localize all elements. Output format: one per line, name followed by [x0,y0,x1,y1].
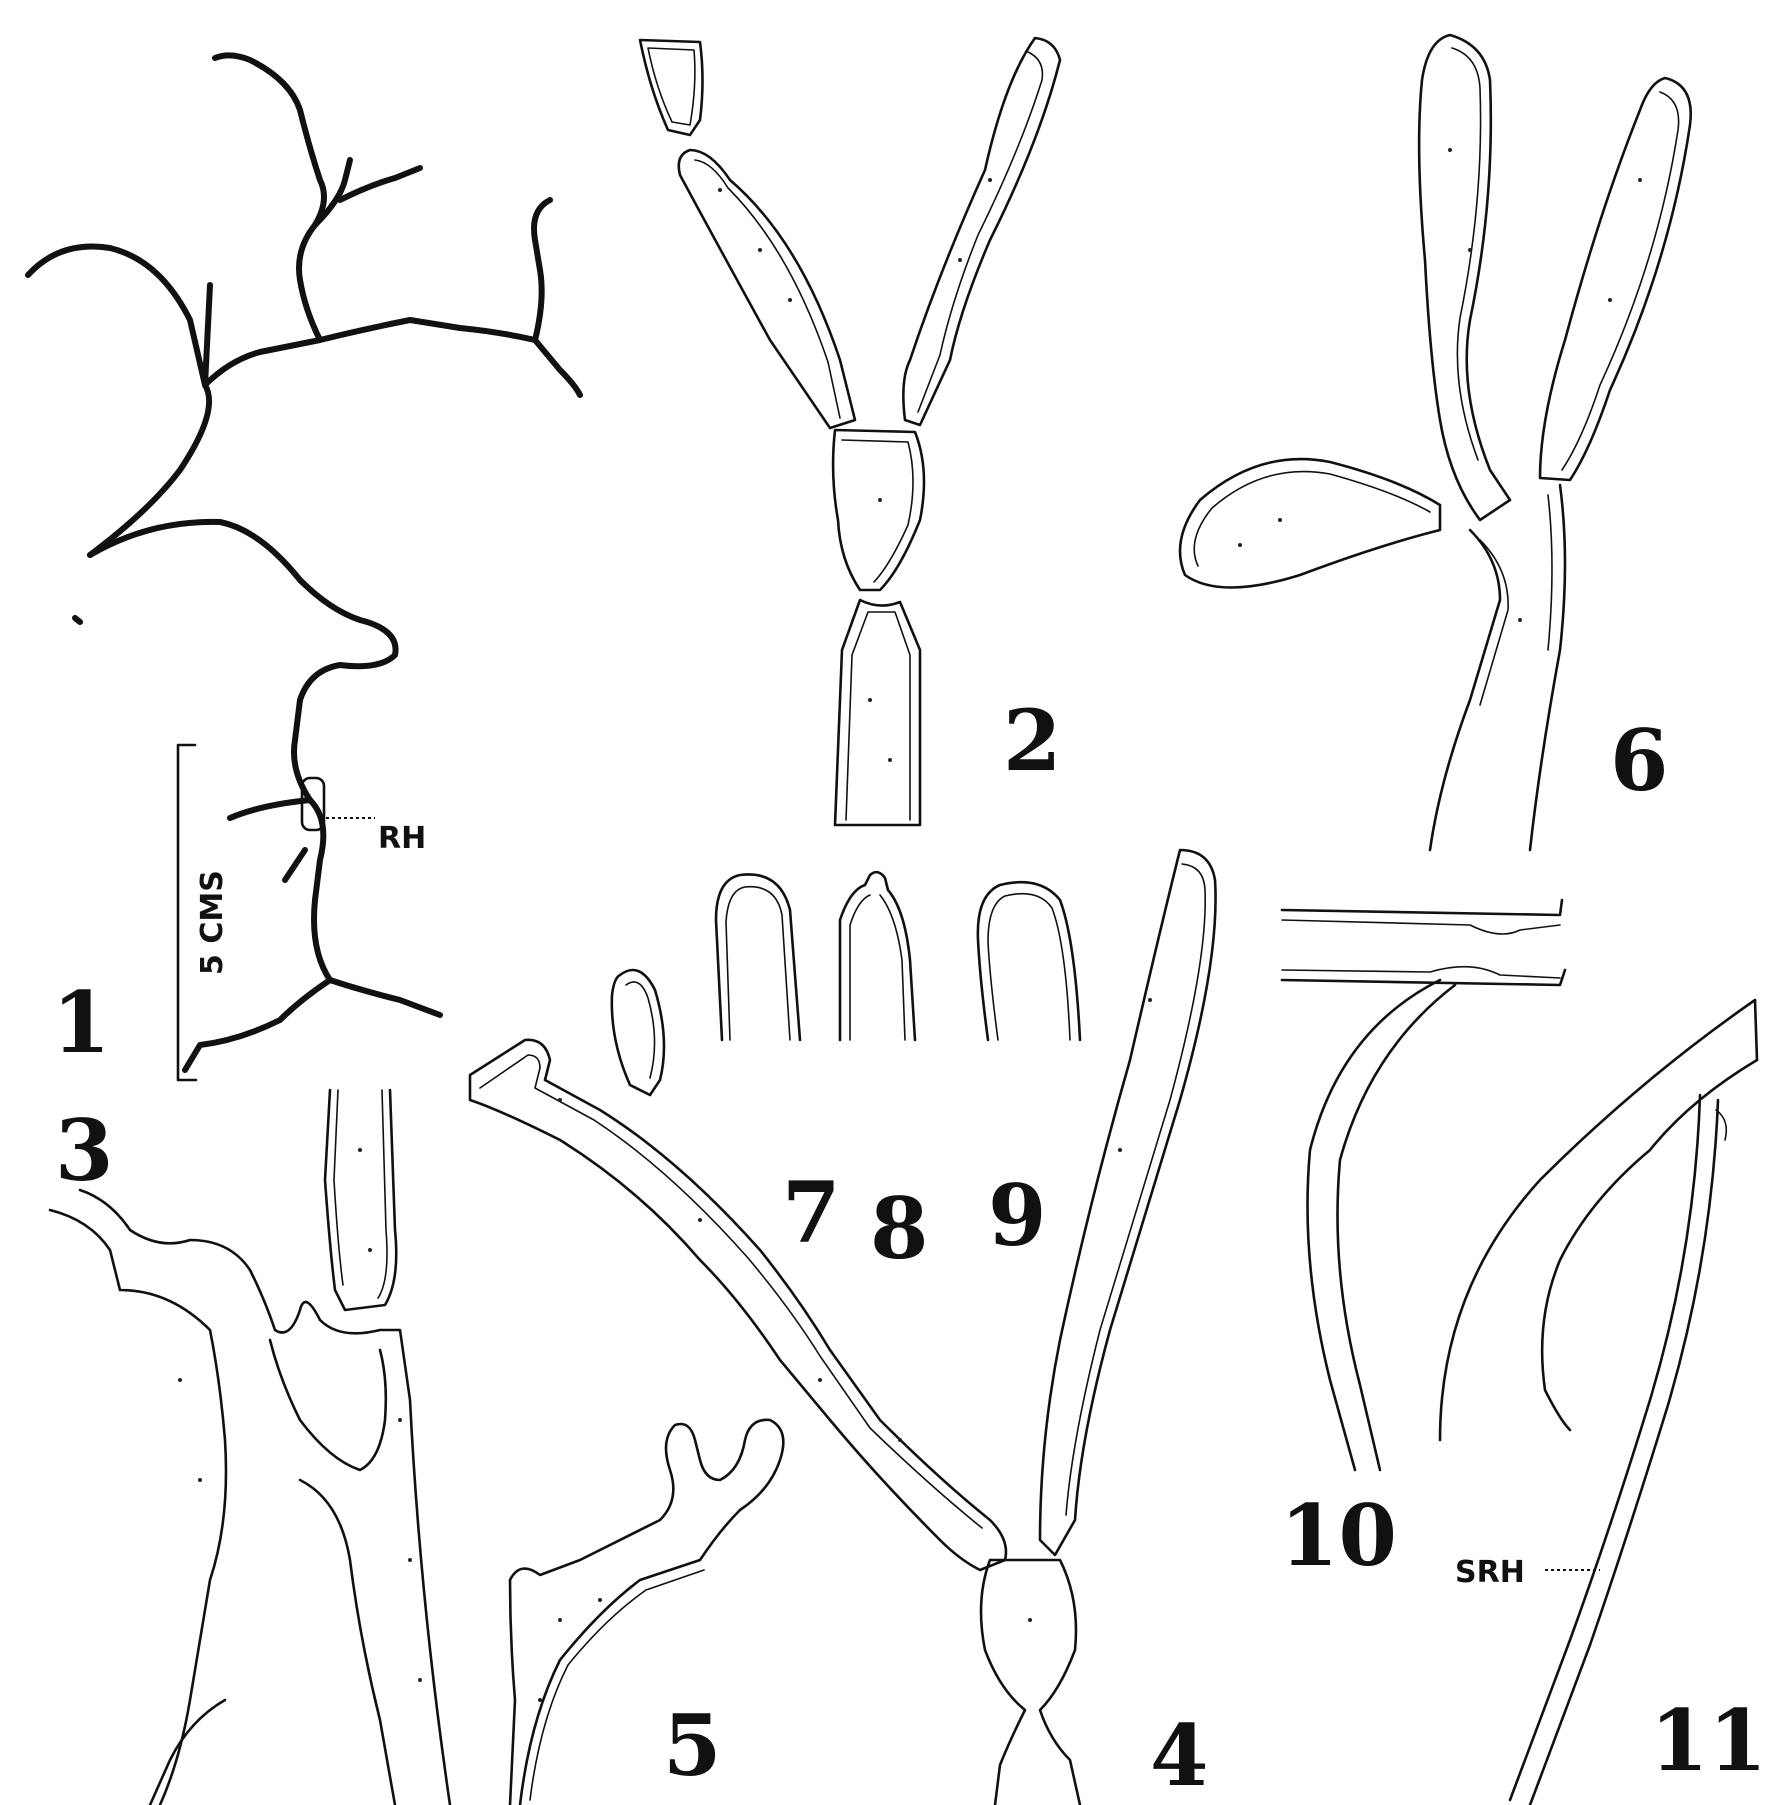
figure-10-rhizoid: 10 [1280,900,1565,1585]
figure-6-number: 6 [1610,711,1668,810]
scale-bar [178,745,196,1080]
figure-2-branch-cells: 2 [640,38,1061,825]
figure-1-number: 1 [52,973,110,1072]
srh-label: SRH [1455,1555,1525,1590]
figure-7-number: 7 [782,1163,840,1262]
figure-4-number: 4 [1150,1706,1208,1805]
figure-5-branch-cells: 5 [510,1420,783,1805]
figure-6-branch-cells: 6 [1180,35,1691,850]
figure-5-number: 5 [663,1696,721,1795]
figure-1-thallus-habit: RH 5 CMS 1 [28,55,580,1080]
figure-10-number: 10 [1280,1486,1397,1585]
scale-bar-label: 5 CMS [195,870,230,975]
figure-3-branch-cells: 3 [50,1090,450,1805]
figure-11-number: 11 [1650,1691,1767,1790]
figure-2-number: 2 [1003,691,1061,790]
figure-4-branch-cells: 4 [470,850,1216,1805]
figures-7-8-9-apical-cells: 7 8 9 [716,872,1080,1278]
figure-8-number: 8 [870,1179,928,1278]
figure-3-number: 3 [55,1101,113,1200]
figure-9-number: 9 [988,1166,1046,1265]
figure-11-secondary-rhizoid: SRH 11 [1440,1000,1767,1805]
rh-label: RH [378,821,426,856]
